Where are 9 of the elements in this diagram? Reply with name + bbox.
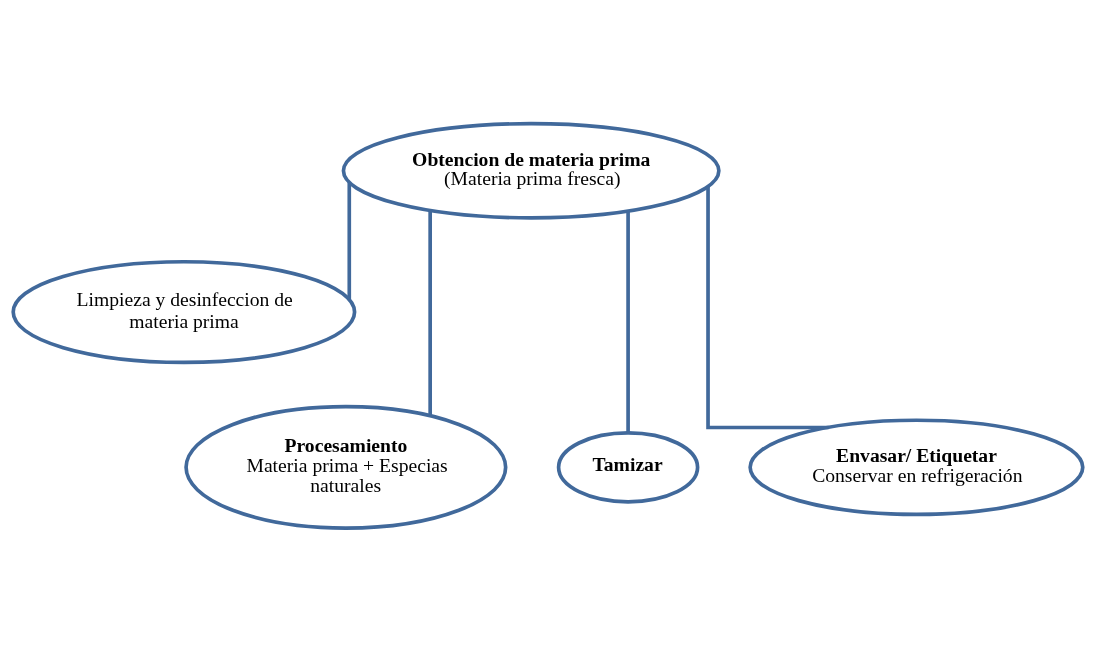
connector: [347, 181, 352, 299]
connector: [706, 185, 829, 429]
node-ellipse: Procesamiento Materia prima + Especias naturales: [184, 404, 508, 530]
node-ellipse: Envasar/ Etiquetar Conservar en refrigeración: [748, 417, 1085, 516]
node-ellipse: Tamizar: [556, 430, 700, 504]
connector: [428, 209, 432, 415]
node-ellipse: Obtencion de materia prima (Materia prima fresca): [341, 121, 721, 220]
connector: [626, 210, 630, 432]
node-ellipse: Limpieza y desinfeccion de materia prima: [11, 259, 357, 364]
